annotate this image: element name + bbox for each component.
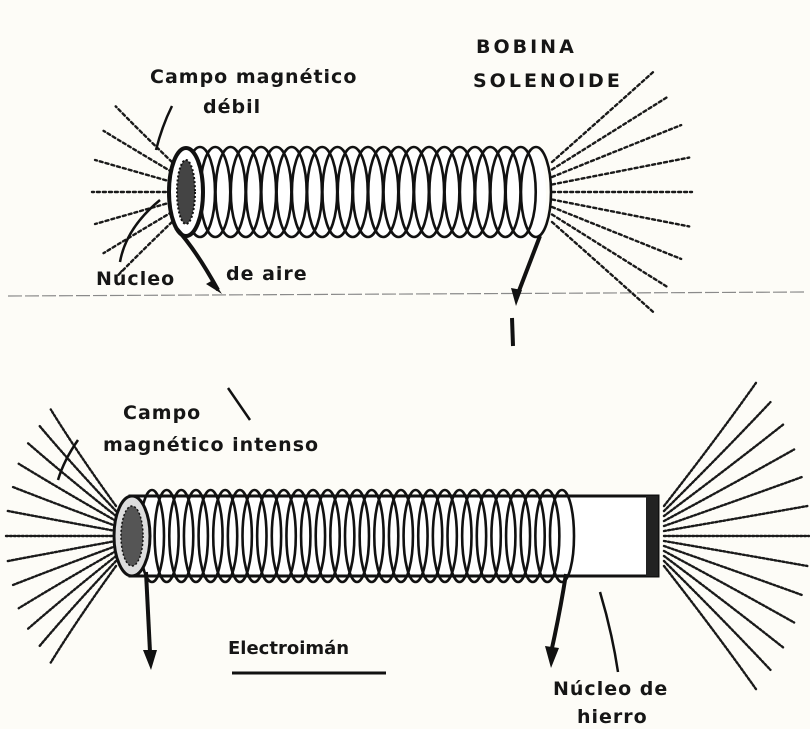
label-strong-field-line1: Campo <box>123 402 201 424</box>
label-iron-core-line2: hierro <box>577 706 648 728</box>
label-strong-field-line2: magnético intenso <box>103 434 319 456</box>
caption-electroiman: Electroimán <box>228 638 349 660</box>
air-core-solenoid <box>169 147 551 346</box>
field-lines-strong-right <box>664 383 809 689</box>
label-air-core-part2: de aire <box>226 263 308 285</box>
field-lines-strong-left <box>6 409 116 662</box>
lead-wire-bottom-right <box>552 574 566 648</box>
field-lines-weak-right <box>552 72 692 313</box>
title-solenoide: SOLENOIDE <box>473 70 623 92</box>
label-air-core-part1: Núcleo <box>96 268 175 290</box>
pointer-weak-field <box>156 106 172 150</box>
label-weak-field-line1: Campo magnético <box>150 66 357 88</box>
label-weak-field-line2: débil <box>203 96 261 118</box>
lead-wire-top-right <box>517 236 540 296</box>
title-bobina: BOBINA <box>476 36 577 58</box>
iron-core-electromagnet <box>114 490 658 670</box>
divider-line <box>8 292 806 296</box>
lead-wire-bottom-left <box>146 572 150 652</box>
pointer-iron-core <box>600 592 618 672</box>
label-iron-core-line1: Núcleo de <box>553 678 668 700</box>
